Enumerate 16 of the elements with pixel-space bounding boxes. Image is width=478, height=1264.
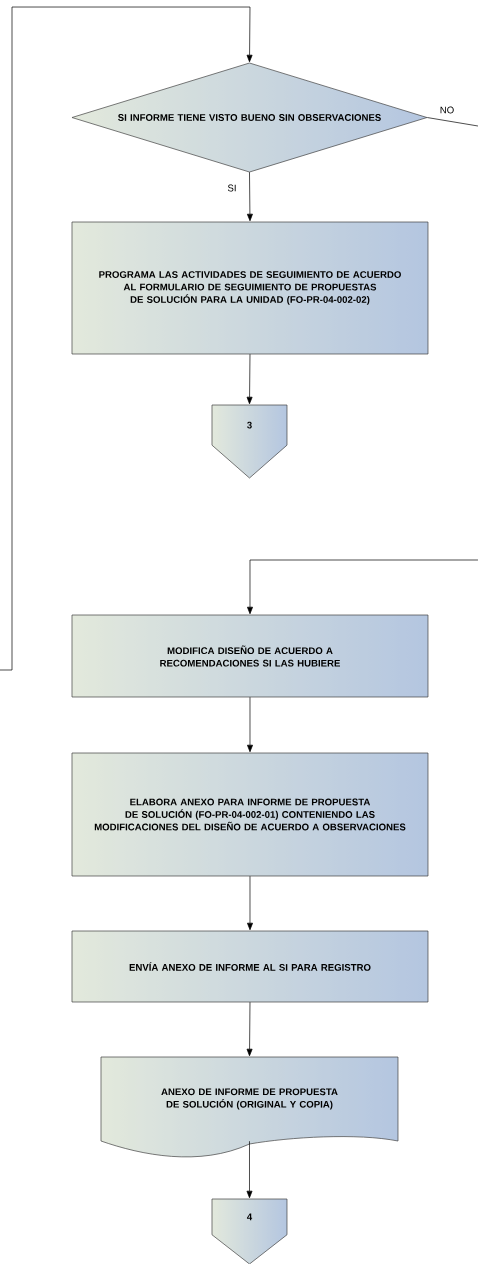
arrow: [0, 6, 253, 671]
arrow: [246, 1140, 253, 1199]
offpage-connector: 3: [211, 404, 288, 479]
process-box: MODIFICA DISEÑO DE ACUERDO A RECOMENDACIONES SI LAS HUBIERE: [71, 614, 429, 698]
arrow: [247, 696, 253, 753]
arrow: [247, 875, 253, 931]
arrow: [247, 559, 478, 615]
edge-label: SI: [227, 184, 236, 192]
arrow: [246, 353, 253, 405]
arrow: [246, 1001, 253, 1057]
edge-label: NO: [440, 106, 454, 114]
process-box: ELABORA ANEXO PARA INFORME DE PROPUESTA DE SOLUCIÓN (FO-PR-04-002-01) CONTENIENDO LAS MODIFICACIONES DEL DISEÑO DE ACUERDO A OBSERVACIONES: [71, 752, 429, 877]
process-box: ENVÍA ANEXO DE INFORME AL SI PARA REGISTRO: [71, 930, 429, 1003]
process-box: PROGRAMA LAS ACTIVIDADES DE SEGUIMIENTO DE ACUERDO AL FORMULARIO DE SEGUIMIENTO DE PROPUESTAS DE SOLUCIÓN PARA LA UNIDAD (FO-PR-04-002-02): [71, 221, 429, 355]
offpage-connector: 4: [211, 1198, 288, 1264]
arrow: [247, 171, 253, 222]
